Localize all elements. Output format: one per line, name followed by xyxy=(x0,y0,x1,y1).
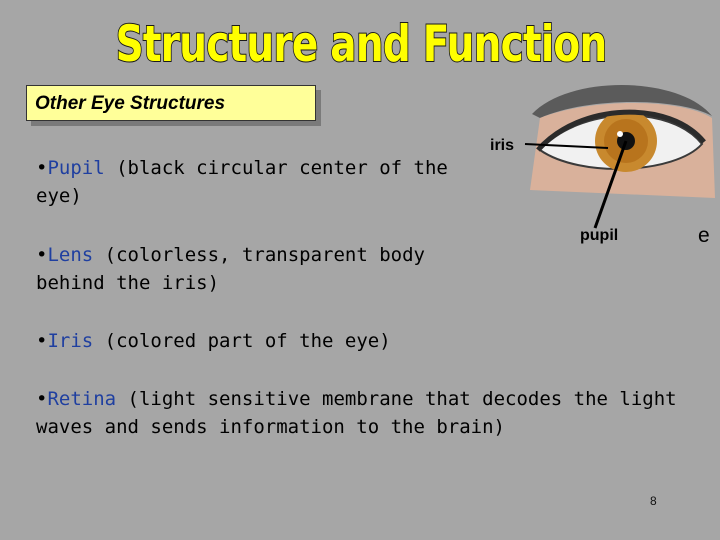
slide-title: Structure and Function xyxy=(115,14,608,74)
bullet-description: (colorless, transparent body behind the … xyxy=(36,244,425,294)
bullet-term: Pupil xyxy=(47,157,105,179)
stray-letter: e xyxy=(698,224,710,247)
eye-illustration xyxy=(524,84,715,229)
eye-highlight xyxy=(617,131,623,137)
bullet-marker: • xyxy=(36,388,48,410)
bullet-description: (black circular center of the eye) xyxy=(36,157,448,207)
subtitle-text: Other Eye Structures xyxy=(35,93,226,114)
bullet-term: Retina xyxy=(47,388,117,410)
bullet-term: Iris xyxy=(47,330,94,352)
bullet-marker: • xyxy=(36,157,48,179)
iris-pointer-line xyxy=(524,143,609,149)
bullet-retina: •Retina (light sensitive membrane that d… xyxy=(36,385,686,441)
bullet-lens: •Lens (colorless, transparent body behin… xyxy=(36,241,436,297)
bullet-pupil: •Pupil (black circular center of the eye… xyxy=(36,154,456,210)
upper-lash-line xyxy=(536,109,706,152)
bullet-marker: • xyxy=(36,330,48,352)
label-pupil: pupil xyxy=(580,227,619,244)
bullet-marker: • xyxy=(36,244,48,266)
bullet-iris: •Iris (colored part of the eye) xyxy=(36,327,676,355)
label-iris: iris xyxy=(490,137,515,154)
bullet-term: Lens xyxy=(47,244,94,266)
page-number: 8 xyxy=(650,494,657,508)
bullet-description: (light sensitive membrane that decodes t… xyxy=(36,388,677,438)
pupil-pointer-line xyxy=(593,140,628,229)
subtitle-box: Other Eye Structures xyxy=(26,85,316,121)
eyebrow-crease xyxy=(532,84,712,118)
bullet-description: (colored part of the eye) xyxy=(104,330,391,352)
